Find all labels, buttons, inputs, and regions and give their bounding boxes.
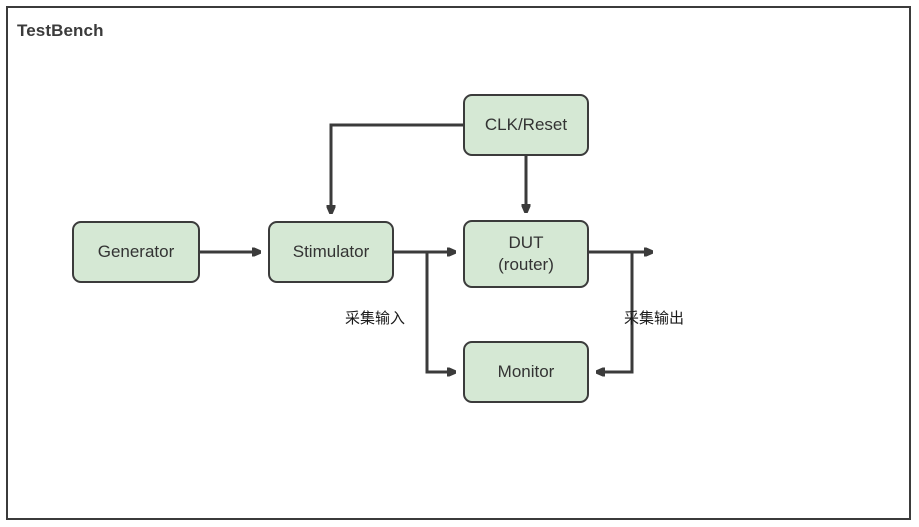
node-generator[interactable]: Generator: [72, 221, 200, 283]
node-clk-reset-label: CLK/Reset: [484, 115, 568, 134]
page-title: TestBench: [17, 21, 104, 40]
node-stimulator[interactable]: Stimulator: [268, 221, 394, 283]
node-clk-reset[interactable]: CLK/Reset: [463, 94, 589, 156]
node-dut-label: DUT (router): [498, 233, 554, 274]
node-monitor-label: Monitor: [497, 362, 555, 381]
node-monitor[interactable]: Monitor: [463, 341, 589, 403]
node-stimulator-label: Stimulator: [292, 242, 370, 261]
edge-label-capture-input: 采集输入: [345, 310, 406, 327]
node-generator-label: Generator: [97, 242, 175, 261]
edge-label-capture-output: 采集输出: [624, 310, 685, 327]
node-dut[interactable]: DUT (router): [463, 220, 589, 288]
